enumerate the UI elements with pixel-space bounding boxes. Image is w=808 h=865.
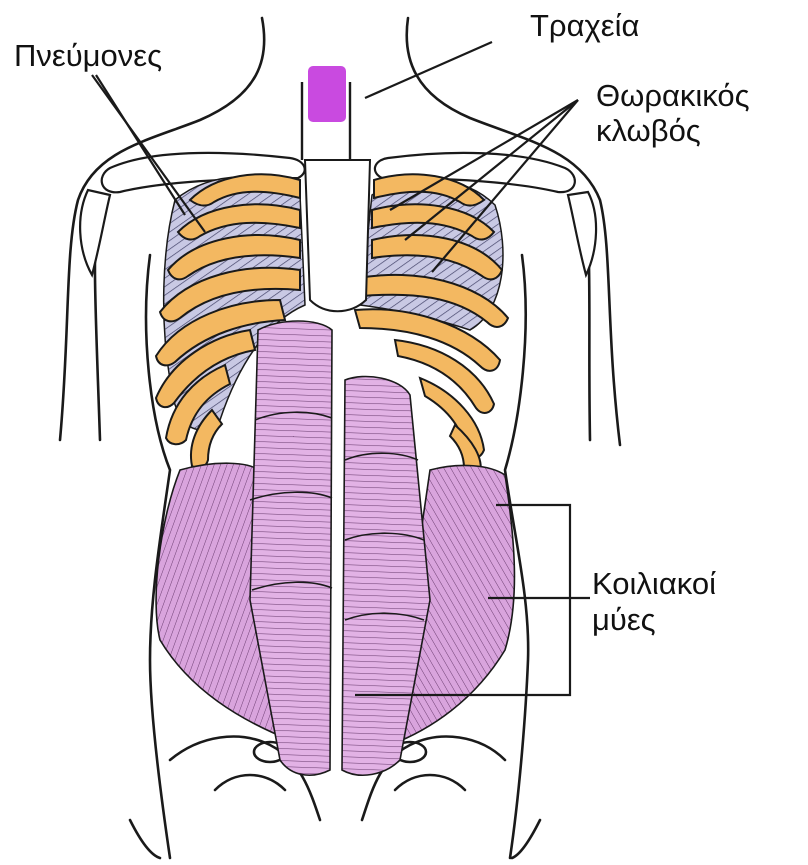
label-abdominal-line1: Κοιλιακοί — [592, 566, 716, 601]
label-trachea: Τραχεία — [530, 8, 639, 43]
trachea — [302, 66, 350, 160]
label-rib-cage-line2: κλωβός — [596, 113, 701, 148]
label-rib-cage-line1: Θωρακικός — [596, 78, 750, 113]
label-lungs: Πνεύμονες — [14, 38, 162, 73]
body-outline — [60, 18, 620, 858]
label-abdominal-line2: μύες — [592, 602, 656, 637]
sternum — [305, 160, 370, 311]
trachea-highlight — [308, 66, 346, 122]
